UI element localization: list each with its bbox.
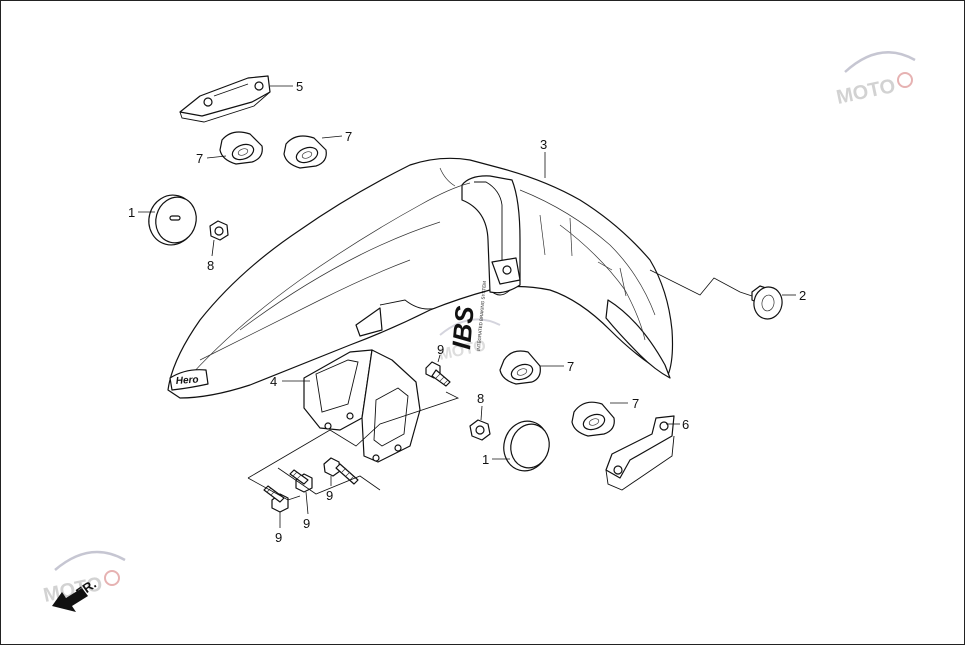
callout-9: 9 [303,516,310,531]
fender-ibs-decal: IBS [446,304,480,350]
cap-part-1-center [503,420,550,472]
bracket-part-6 [605,415,675,491]
bolt-part-9-low-b [263,485,289,513]
watermark-logo-top-right: MOTO [834,51,916,109]
grommet-part-7-right [571,401,615,437]
callout-6: 6 [682,417,689,432]
cap-part-1-left [148,194,197,246]
fender-brand-text: Hero [175,374,199,387]
callout-1: 1 [482,452,489,467]
grommet-part-7-center [499,350,541,385]
front-fender-part-3: Hero IBS INTEGRATED BRAKING SYSTEM [167,157,674,399]
nut-part-8-left [209,220,229,241]
watermark-text: MOTO [834,75,897,109]
bolt-part-9-mid [323,457,359,485]
callout-7: 7 [345,129,352,144]
callout-9: 9 [326,488,333,503]
bolt-part-9-low-a [289,469,313,493]
callout-2: 2 [799,288,806,303]
nut-part-8-center [469,419,491,441]
callout-8: 8 [477,391,484,406]
callout-9: 9 [437,342,444,357]
bracket-part-5 [179,75,271,123]
callout-7: 7 [196,151,203,166]
callout-5: 5 [296,79,303,94]
grommet-part-7-top-right [283,135,327,169]
callout-4: 4 [270,374,277,389]
callout-7: 7 [567,359,574,374]
clip-part-2 [751,285,783,320]
callout-1: 1 [128,205,135,220]
callout-8: 8 [207,258,214,273]
grommet-part-7-top-left [219,131,263,165]
bolt-part-9-upper [425,361,451,387]
callout-9: 9 [275,530,282,545]
fork-bracket-part-4 [303,349,421,463]
callout-7: 7 [632,396,639,411]
fender-ibs-subtitle: INTEGRATED BRAKING SYSTEM [476,281,487,351]
callout-3: 3 [540,137,547,152]
